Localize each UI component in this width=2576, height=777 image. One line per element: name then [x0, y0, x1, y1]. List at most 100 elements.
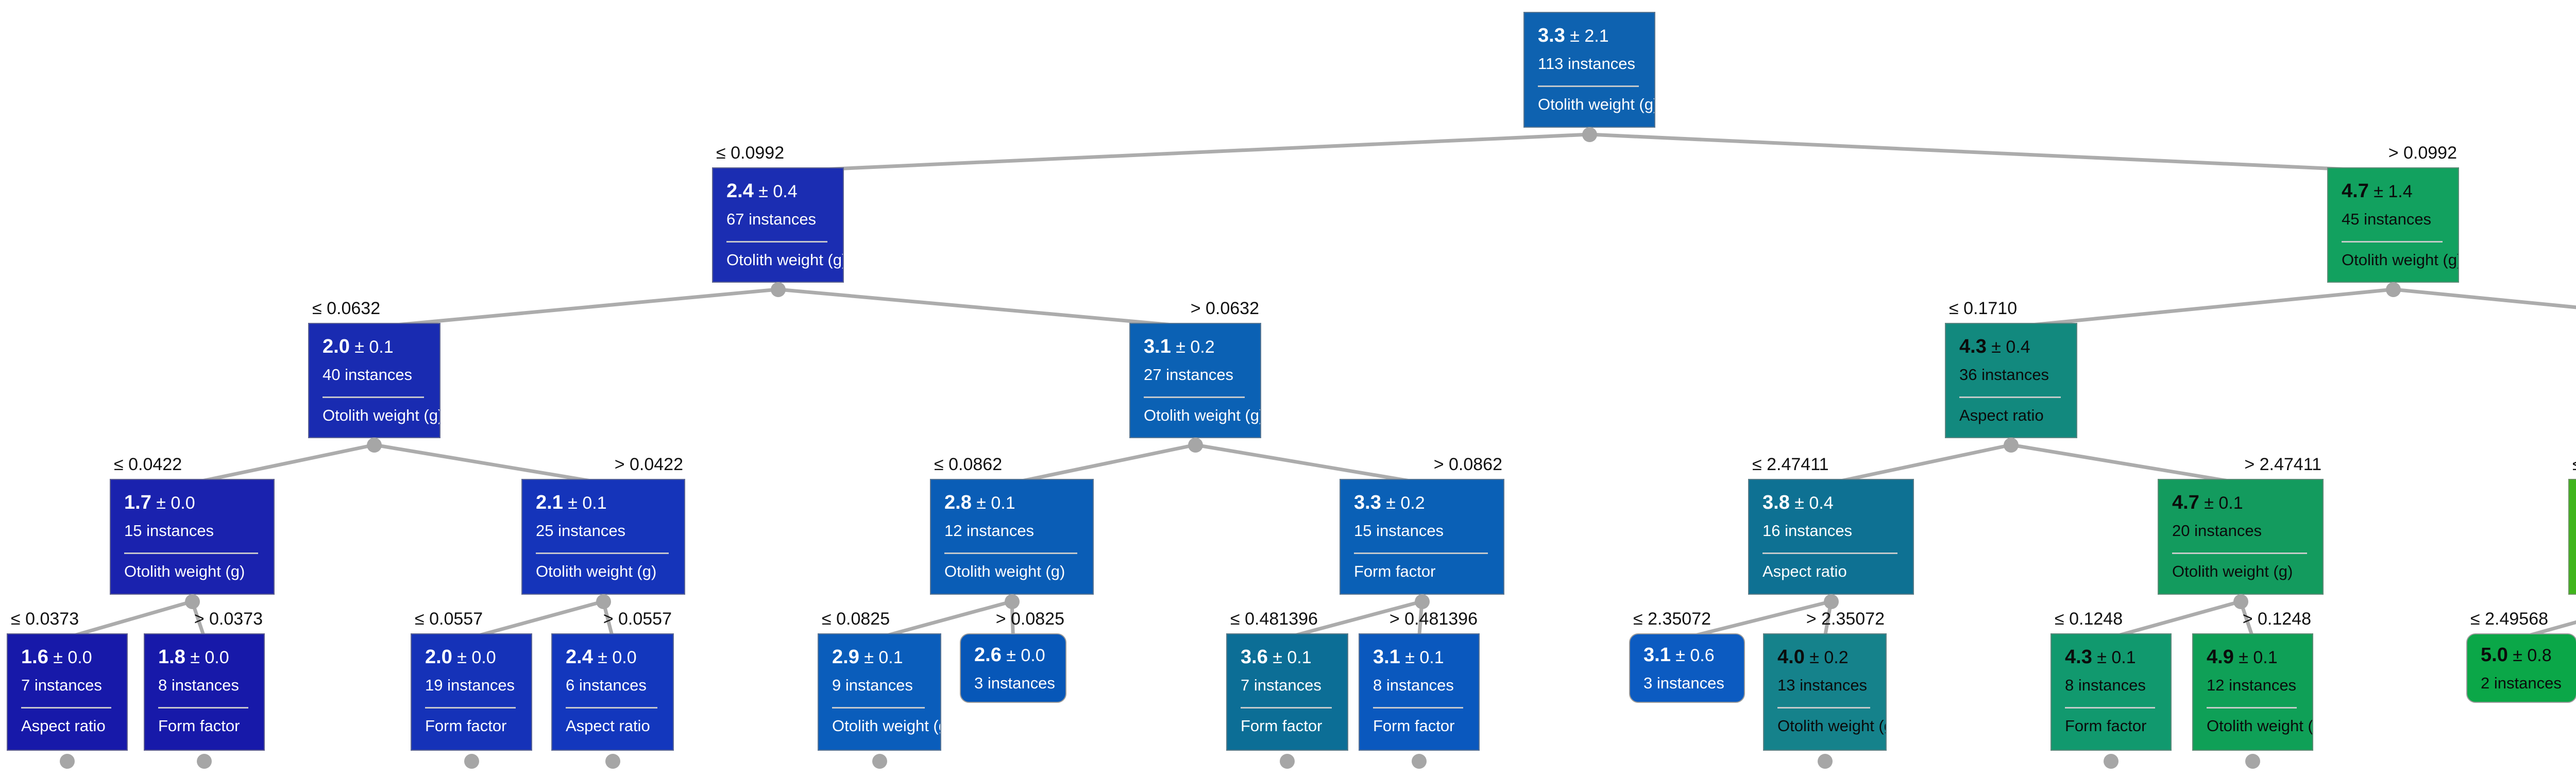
node-sd-value: ± 0.0 [457, 648, 496, 667]
edge-condition-label: > 0.0373 [194, 609, 263, 629]
split-dot[interactable] [367, 437, 382, 453]
collapsed-subtree-dot[interactable] [605, 753, 620, 769]
node-split-attribute: Form factor [158, 717, 240, 735]
node-split-attribute: Form factor [425, 717, 507, 735]
edge-condition-label: ≤ 0.481396 [1230, 609, 1318, 629]
node-mean-value: 4.3 [1959, 336, 1987, 357]
node-mean-value: 4.3 [2065, 646, 2092, 668]
tree-leaf-node[interactable]: 2.6 ± 0.0 3 instances [960, 633, 1066, 703]
collapsed-subtree-dot[interactable] [464, 753, 479, 769]
node-mean-value: 3.1 [1373, 646, 1400, 668]
collapsed-subtree-dot[interactable] [60, 753, 75, 769]
node-value: 2.0 ± 0.0 [425, 647, 531, 668]
node-split-attribute: Form factor [1354, 562, 1436, 580]
node-value: 2.6 ± 0.0 [974, 645, 1065, 666]
node-separator [1354, 552, 1488, 554]
node-sd-value: ± 0.8 [2513, 646, 2552, 665]
tree-edge [1831, 443, 2012, 485]
tree-edge [66, 599, 193, 640]
split-dot[interactable] [1414, 594, 1430, 609]
node-instances: 45 instances [2342, 210, 2432, 228]
collapsed-subtree-dot[interactable] [1412, 753, 1427, 769]
split-dot[interactable] [184, 594, 200, 609]
node-mean-value: 2.0 [425, 646, 452, 668]
node-instances: 8 instances [1373, 676, 1454, 694]
split-dot[interactable] [1582, 127, 1597, 142]
node-sd-value: ± 0.1 [2239, 648, 2278, 667]
node-instances: 8 instances [158, 676, 239, 694]
node-instances: 3 instances [1643, 674, 1724, 692]
collapsed-subtree-dot[interactable] [1280, 753, 1295, 769]
tree-edge [471, 599, 604, 640]
node-split-attribute: Form factor [1373, 717, 1455, 735]
tree-edge [777, 132, 1590, 174]
split-dot[interactable] [770, 282, 786, 297]
node-value: 5.0 ± 0.8 [2481, 645, 2576, 666]
edge-condition-label: ≤ 0.0632 [312, 299, 381, 318]
edge-condition-label: ≤ 0.0422 [114, 455, 182, 474]
node-mean-value: 2.1 [536, 492, 563, 513]
node-value: 3.6 ± 0.1 [1241, 647, 1347, 668]
collapsed-subtree-dot[interactable] [872, 753, 887, 769]
node-separator [1144, 396, 1245, 398]
collapsed-subtree-dot[interactable] [2245, 753, 2260, 769]
node-split-attribute: Form factor [2065, 717, 2147, 735]
split-dot[interactable] [1004, 594, 1020, 609]
node-mean-value: 2.9 [832, 646, 859, 668]
node-split-attribute: Otolith weight (g) [832, 717, 941, 735]
split-dot[interactable] [596, 594, 611, 609]
node-sd-value: ± 0.4 [1991, 337, 2030, 357]
tree-edge [2393, 287, 2576, 309]
node-value: 1.6 ± 0.0 [21, 647, 127, 668]
split-dot[interactable] [2004, 437, 2019, 453]
split-dot[interactable] [2385, 282, 2401, 297]
split-dot[interactable] [1823, 594, 1839, 609]
tree-edge [1686, 599, 1832, 640]
edge-condition-label: ≤ 0.0557 [415, 609, 483, 629]
node-value: 2.9 ± 0.1 [832, 647, 940, 668]
split-dot[interactable] [1188, 437, 1203, 453]
collapsed-subtree-dot[interactable] [2104, 753, 2119, 769]
node-value: 3.1 ± 0.1 [1373, 647, 1479, 668]
collapsed-subtree-dot[interactable] [197, 753, 212, 769]
node-mean-value: 4.9 [2207, 646, 2234, 668]
node-separator [944, 552, 1077, 554]
collapsed-subtree-dot[interactable] [1817, 753, 1833, 769]
node-sd-value: ± 0.6 [1675, 646, 1715, 665]
edge-condition-label: ≤ 0.0825 [822, 609, 890, 629]
edge-condition-label: ≤ 2.35072 [1633, 609, 1711, 629]
node-split-attribute: Otolith weight (g) [2207, 717, 2313, 735]
split-dot[interactable] [2233, 594, 2248, 609]
node-instances: 40 instances [323, 366, 413, 384]
edge-condition-label: > 0.0825 [995, 609, 1064, 629]
node-instances: 3 instances [974, 674, 1055, 692]
node-instances: 67 instances [726, 210, 817, 228]
node-instances: 6 instances [566, 676, 647, 694]
node-separator [1762, 552, 1897, 554]
